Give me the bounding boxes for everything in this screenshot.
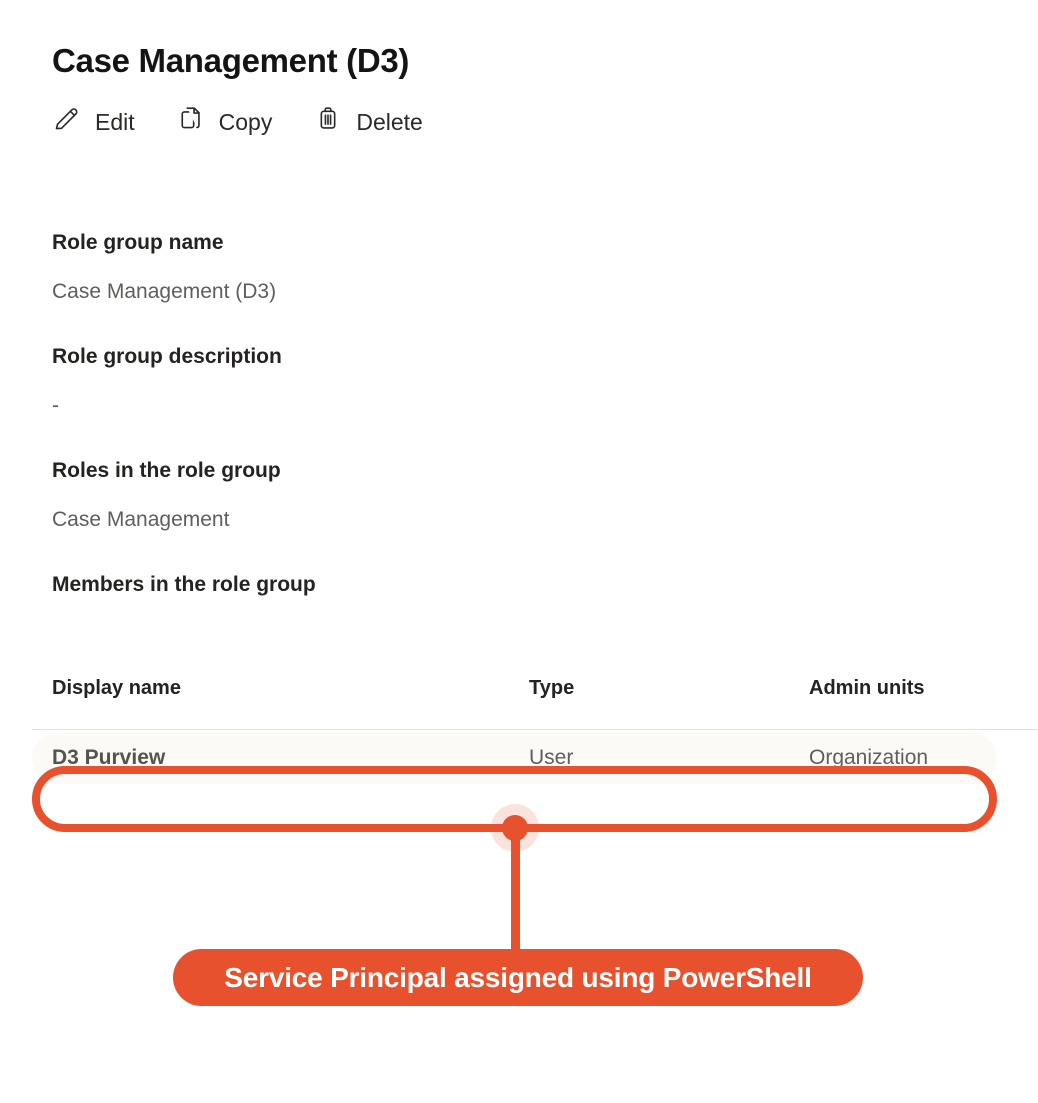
member-row-d3-purview[interactable]: D3 Purview User Organization bbox=[32, 732, 997, 784]
column-header-type: Type bbox=[529, 677, 575, 699]
annotation-connector-line bbox=[511, 828, 520, 950]
member-display-name: D3 Purview bbox=[52, 746, 166, 769]
column-header-display-name: Display name bbox=[52, 677, 181, 699]
role-group-description-label: Role group description bbox=[52, 345, 282, 368]
role-group-name-value: Case Management (D3) bbox=[52, 280, 277, 303]
delete-button-label: Delete bbox=[356, 109, 423, 135]
edit-button-label: Edit bbox=[95, 109, 135, 135]
role-group-name-label: Role group name bbox=[52, 231, 224, 254]
trash-icon bbox=[314, 104, 342, 140]
toolbar: Edit Copy Delete bbox=[53, 104, 1038, 140]
members-in-role-group-label: Members in the role group bbox=[52, 573, 316, 596]
role-group-detail-page: Case Management (D3) Edit Copy bbox=[0, 42, 1038, 1103]
pencil-icon bbox=[53, 104, 81, 140]
member-type: User bbox=[529, 746, 574, 769]
annotation-dot bbox=[502, 815, 528, 841]
copy-icon bbox=[177, 104, 205, 140]
page-title: Case Management (D3) bbox=[52, 42, 410, 79]
roles-in-role-group-value: Case Management bbox=[52, 508, 230, 531]
delete-button[interactable]: Delete bbox=[314, 104, 423, 140]
copy-button[interactable]: Copy bbox=[177, 104, 273, 140]
role-group-description-value: - bbox=[52, 394, 59, 417]
annotation-callout: Service Principal assigned using PowerSh… bbox=[173, 949, 863, 1006]
roles-in-role-group-label: Roles in the role group bbox=[52, 459, 281, 482]
copy-button-label: Copy bbox=[218, 109, 273, 135]
edit-button[interactable]: Edit bbox=[53, 104, 135, 140]
table-header-divider bbox=[32, 729, 1038, 730]
member-admin-units: Organization bbox=[809, 746, 929, 769]
column-header-admin-units: Admin units bbox=[809, 677, 925, 699]
members-table-header: Display name Type Admin units bbox=[0, 676, 1038, 700]
